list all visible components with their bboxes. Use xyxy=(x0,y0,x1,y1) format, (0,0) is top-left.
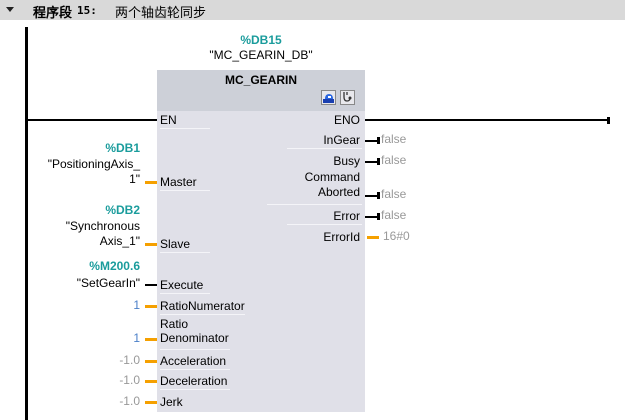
in-gear-value[interactable]: false xyxy=(381,132,407,146)
download-icon[interactable] xyxy=(321,90,336,105)
mc-gearin-block[interactable]: MC_GEARIN EN Master Slave Execute RatioN… xyxy=(157,70,365,412)
network-number: 15: xyxy=(77,4,97,17)
slave-operand-name-line2[interactable]: Axis_1" xyxy=(99,234,140,248)
execute-operand-address[interactable]: %M200.6 xyxy=(89,259,140,273)
error-connection-line xyxy=(365,216,378,218)
ratio-denominator-value[interactable]: 1 xyxy=(133,331,140,345)
pin-ratio-denominator-line2: Denominator xyxy=(160,331,229,345)
command-aborted-line-end xyxy=(377,192,380,199)
pin-ratio-denominator-line1: Ratio xyxy=(160,317,189,331)
instance-db-name[interactable]: "MC_GEARIN_DB" xyxy=(209,48,313,62)
master-connection-line xyxy=(145,181,157,184)
execute-connection-line xyxy=(145,284,157,286)
ratio-numerator-value[interactable]: 1 xyxy=(133,298,140,312)
diagnostics-stethoscope-icon[interactable] xyxy=(340,90,355,105)
busy-value[interactable]: false xyxy=(381,153,407,167)
eno-connection-line xyxy=(365,119,609,121)
pin-deceleration: Deceleration xyxy=(160,374,228,388)
master-operand-name-line2[interactable]: 1" xyxy=(129,172,140,186)
eno-line-end xyxy=(607,117,610,124)
left-power-rail xyxy=(25,27,28,420)
pin-master: Master xyxy=(160,175,197,189)
network-header: 程序段 15: 两个轴齿轮同步 xyxy=(0,0,625,21)
pin-error: Error xyxy=(333,209,360,223)
pin-command-aborted-line2: Aborted xyxy=(317,185,360,199)
master-operand-name-line1[interactable]: "PositioningAxis_ xyxy=(47,157,140,171)
execute-operand-name[interactable]: "SetGearIn" xyxy=(76,276,140,290)
error-id-connection-line xyxy=(367,236,379,239)
pin-acceleration: Acceleration xyxy=(160,354,227,368)
block-header: MC_GEARIN xyxy=(157,70,365,111)
pin-in-gear: InGear xyxy=(323,133,360,147)
instance-db-address[interactable]: %DB15 xyxy=(240,33,282,47)
pin-command-aborted-line1: Command xyxy=(304,170,360,184)
error-line-end xyxy=(377,213,380,220)
pin-error-id: ErrorId xyxy=(323,230,360,244)
ratio-denominator-connection-line xyxy=(145,338,157,341)
network-label: 程序段 xyxy=(33,6,73,21)
collapse-triangle-icon[interactable] xyxy=(6,7,14,12)
busy-line-end xyxy=(377,158,380,165)
jerk-value[interactable]: -1.0 xyxy=(119,394,140,408)
pin-busy: Busy xyxy=(333,154,360,168)
pin-jerk: Jerk xyxy=(160,395,183,409)
error-id-value[interactable]: 16#0 xyxy=(383,229,410,243)
in-gear-connection-line xyxy=(365,140,378,142)
network-title[interactable]: 两个轴齿轮同步 xyxy=(115,6,207,21)
acceleration-value[interactable]: -1.0 xyxy=(119,353,140,367)
acceleration-connection-line xyxy=(145,360,157,363)
command-aborted-connection-line xyxy=(365,195,378,197)
busy-connection-line xyxy=(365,161,378,163)
deceleration-value[interactable]: -1.0 xyxy=(119,373,140,387)
pin-eno: ENO xyxy=(333,113,360,127)
ratio-numerator-connection-line xyxy=(145,305,157,308)
pin-slave: Slave xyxy=(160,237,191,251)
deceleration-connection-line xyxy=(145,380,157,383)
slave-operand-address[interactable]: %DB2 xyxy=(105,203,140,217)
pin-ratio-numerator: RatioNumerator xyxy=(160,299,245,313)
en-connection-line xyxy=(27,119,157,121)
block-title: MC_GEARIN xyxy=(224,73,297,87)
pin-en: EN xyxy=(160,113,177,127)
in-gear-line-end xyxy=(377,137,380,144)
pin-execute: Execute xyxy=(160,278,204,292)
command-aborted-value[interactable]: false xyxy=(381,187,407,201)
slave-connection-line xyxy=(145,243,157,246)
jerk-connection-line xyxy=(145,401,157,404)
error-value[interactable]: false xyxy=(381,208,407,222)
master-operand-address[interactable]: %DB1 xyxy=(105,141,140,155)
slave-operand-name-line1[interactable]: "Synchronous xyxy=(65,219,140,233)
